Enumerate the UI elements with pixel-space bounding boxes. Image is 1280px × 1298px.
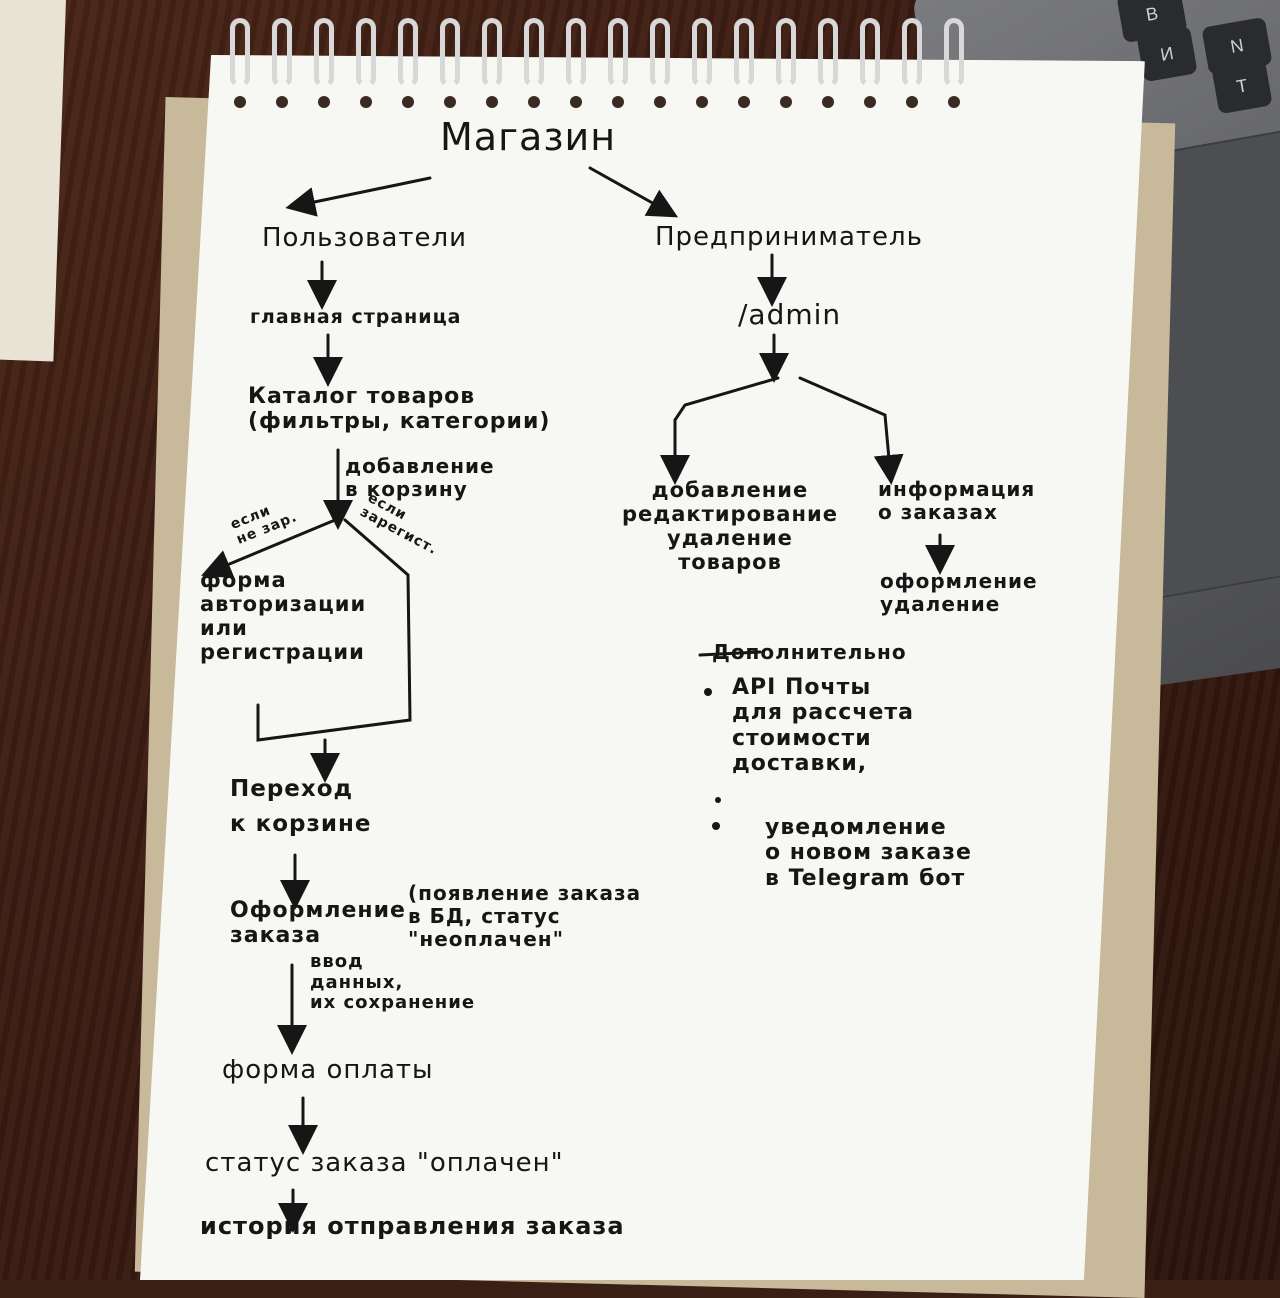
go-to-cart-node: Переход к корзине	[230, 776, 372, 837]
spiral-binding	[220, 18, 980, 108]
notebook-page	[140, 55, 1145, 1280]
payment-form-node: форма оплаты	[222, 1055, 434, 1085]
branch-admin-left	[673, 376, 780, 422]
branch-registered	[256, 518, 412, 742]
entrepreneur-node: Предприниматель	[655, 222, 923, 252]
order-info-node: информация о заказах	[878, 477, 1036, 524]
order-db-note: (появление заказа в БД, статус "неоплаче…	[408, 881, 642, 951]
post-api-note: API Почты для рассчета стоимости доставк…	[732, 675, 914, 776]
users-node: Пользователи	[262, 223, 468, 253]
bullet-dot	[712, 822, 720, 830]
branch-admin-right	[798, 376, 904, 485]
bullet-dot	[704, 688, 712, 696]
home-page-node: главная страница	[250, 306, 462, 328]
auth-form-node: форма авторизации или регистрации	[200, 568, 367, 665]
branch-not-registered	[201, 518, 337, 579]
admin-node: /admin	[738, 298, 842, 331]
arrow-root-entrepreneur	[588, 166, 679, 218]
arrow-root-users	[285, 176, 432, 217]
root-node: Магазин	[440, 115, 617, 159]
data-entry-label: ввод данных, их сохранение	[310, 951, 476, 1014]
status-paid-node: статус заказа "оплачен"	[205, 1148, 564, 1178]
additionally-heading: Дополнительно	[712, 640, 907, 664]
bullet-dot	[715, 797, 721, 803]
additionally-underline	[698, 650, 762, 657]
processing-cancel-node: оформление удаление	[880, 569, 1038, 616]
order-checkout-node: Оформление заказа	[230, 898, 406, 949]
new-order-notice: уведомление о новом заказе в Telegram бо…	[765, 815, 972, 891]
goods-management-node: добавление редактирование удаление товар…	[622, 478, 838, 575]
catalog-node: Каталог товаров (фильтры, категории)	[248, 384, 551, 435]
add-to-cart-label: добавление в корзину	[345, 454, 495, 501]
history-node: история отправления заказа	[200, 1212, 625, 1240]
